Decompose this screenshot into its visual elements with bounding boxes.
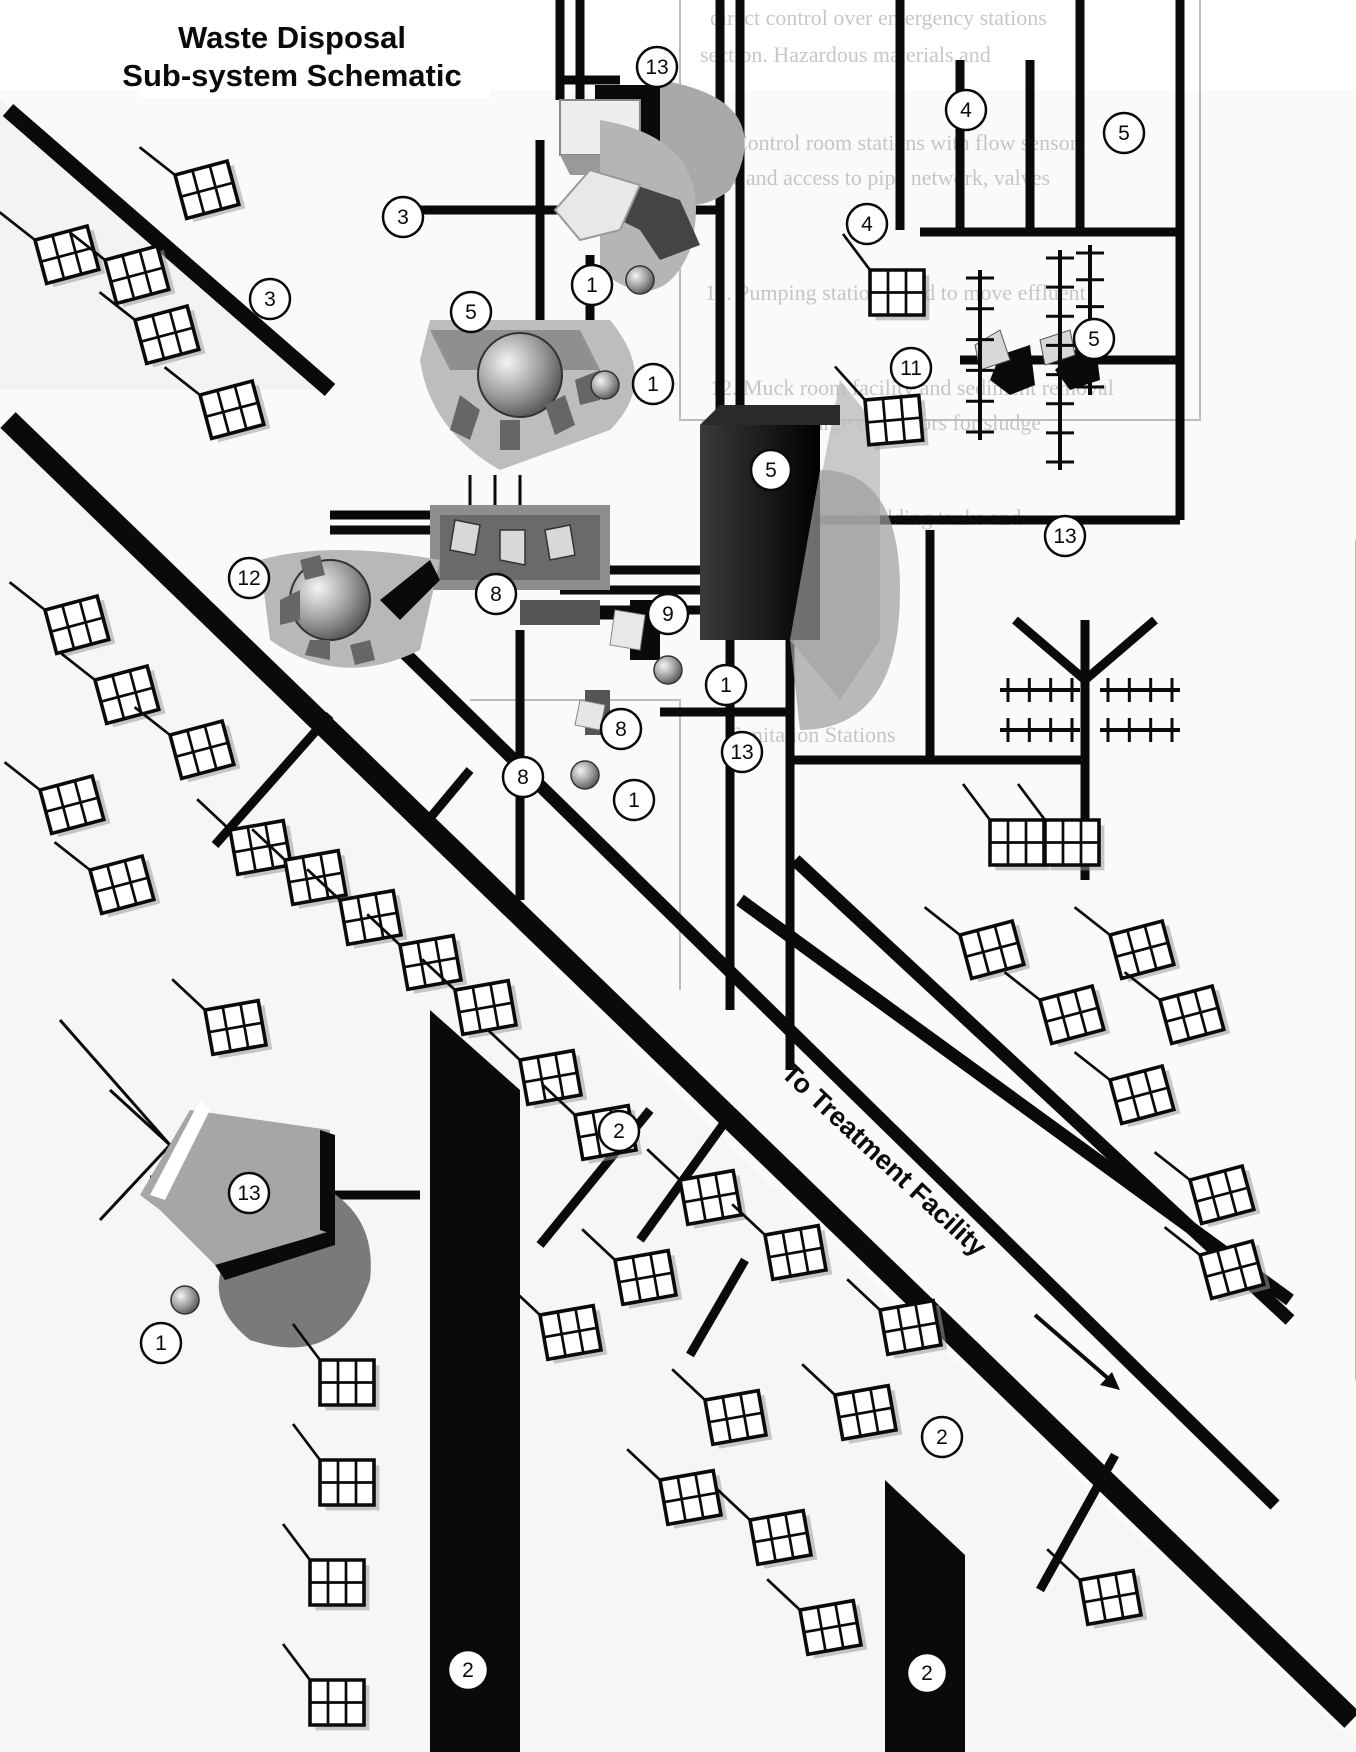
- callout-number: 2: [462, 1659, 474, 1682]
- callout-number: 4: [960, 99, 972, 122]
- callout-number: 9: [662, 603, 674, 626]
- callout-number: 5: [1088, 328, 1100, 351]
- callout-c8-c: 8: [503, 757, 543, 797]
- callout-number: 1: [647, 373, 659, 396]
- title-line-1: Waste Disposal: [178, 20, 406, 55]
- callout-c4-a: 4: [946, 90, 986, 130]
- callout-c13-d: 13: [229, 1173, 269, 1213]
- callout-number: 12: [237, 567, 260, 590]
- callout-number: 5: [1118, 122, 1130, 145]
- callout-number: 11: [900, 357, 922, 380]
- callout-number: 2: [921, 1662, 933, 1685]
- callout-c5-a: 5: [1104, 113, 1144, 153]
- callout-number: 4: [861, 213, 873, 236]
- title-line-2: Sub-system Schematic: [122, 58, 461, 93]
- callout-number: 13: [730, 741, 753, 764]
- callout-number: 8: [615, 718, 627, 741]
- callout-number: 3: [264, 288, 276, 311]
- callout-c12: 12: [229, 558, 269, 598]
- callout-number: 13: [1053, 525, 1076, 548]
- callout-number: 1: [155, 1332, 167, 1355]
- callout-c1-b: 1: [633, 364, 673, 404]
- callout-c2-a: 2: [599, 1111, 639, 1151]
- callout-number: 2: [936, 1426, 948, 1449]
- clarifier-12: [260, 550, 440, 668]
- callout-c13-top: 13: [637, 47, 677, 87]
- callout-c8-b: 8: [601, 709, 641, 749]
- callout-number: 5: [465, 301, 477, 324]
- callout-c5-b: 5: [451, 292, 491, 332]
- callout-c3-a: 3: [383, 197, 423, 237]
- callout-c5-c: 5: [1074, 319, 1114, 359]
- callout-number: 1: [586, 274, 598, 297]
- callout-c13-c: 13: [722, 732, 762, 772]
- callout-c2-b: 2: [922, 1417, 962, 1457]
- callout-c5-d: 5: [751, 450, 791, 490]
- callout-c1-d: 1: [614, 780, 654, 820]
- callout-c11: 11: [891, 348, 931, 388]
- callout-number: 2: [613, 1120, 625, 1143]
- callout-c3-b: 3: [250, 279, 290, 319]
- callout-number: 8: [517, 766, 529, 789]
- callout-number: 13: [237, 1182, 260, 1205]
- callout-c1-a: 1: [572, 265, 612, 305]
- callout-number: 8: [490, 583, 502, 606]
- callout-number: 13: [645, 56, 668, 79]
- callout-c1-c: 1: [706, 665, 746, 705]
- background-text-line: direct control over emergency stations: [710, 5, 1047, 30]
- callout-c4-b: 4: [847, 204, 887, 244]
- background-text-line: flow and access to pipe network, valves: [700, 165, 1050, 190]
- callout-c13-b: 13: [1045, 516, 1085, 556]
- callout-c8-a: 8: [476, 574, 516, 614]
- callout-c1-e: 1: [141, 1323, 181, 1363]
- callout-c2-c: 2: [448, 1650, 488, 1690]
- callout-c2-d: 2: [907, 1653, 947, 1693]
- callout-number: 1: [720, 674, 732, 697]
- callout-number: 3: [397, 206, 409, 229]
- callout-c9: 9: [648, 594, 688, 634]
- callout-number: 1: [628, 789, 640, 812]
- callout-number: 5: [765, 459, 777, 482]
